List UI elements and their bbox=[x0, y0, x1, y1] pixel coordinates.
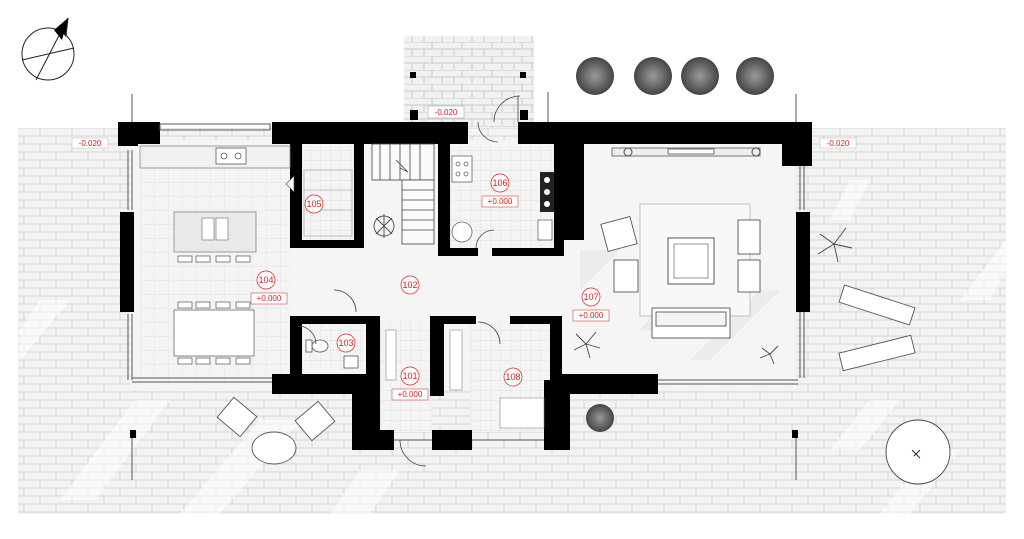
room-number: 108 bbox=[505, 372, 520, 382]
room-number: 104 bbox=[258, 275, 273, 285]
stove-icon bbox=[540, 172, 554, 212]
staircase-icon bbox=[371, 143, 435, 245]
level-tag-entrance: -0.020 bbox=[427, 105, 465, 119]
level-value: -0.020 bbox=[827, 139, 850, 148]
room-label-107: 107 +0.000 bbox=[572, 287, 610, 322]
armchair-icon bbox=[600, 216, 761, 293]
living-room-furniture bbox=[611, 147, 761, 317]
room-label-103: 103 bbox=[336, 333, 356, 353]
room-number: 106 bbox=[492, 178, 507, 188]
utility-appliances bbox=[451, 155, 553, 243]
room-label-104: 104 +0.000 bbox=[250, 270, 288, 305]
round-table-icon bbox=[885, 419, 951, 485]
level-tag-terrace-right: -0.020 bbox=[819, 137, 857, 149]
windows bbox=[127, 92, 805, 480]
room-number: 102 bbox=[402, 280, 417, 290]
level-value: -0.020 bbox=[79, 139, 102, 148]
room-level: +0.000 bbox=[488, 197, 513, 206]
level-value: -0.020 bbox=[435, 108, 458, 117]
room-level: +0.000 bbox=[398, 390, 423, 399]
level-tag-terrace-left: -0.020 bbox=[71, 137, 109, 149]
plant-icon bbox=[573, 147, 779, 365]
room-label-105: 105 bbox=[304, 194, 324, 214]
storage-shelves bbox=[285, 169, 353, 237]
kitchen-sink-icon bbox=[215, 147, 247, 165]
north-arrow-icon bbox=[21, 17, 75, 81]
room-label-108: 108 bbox=[503, 367, 523, 387]
tree-icon bbox=[576, 57, 774, 432]
dining-table-icon bbox=[173, 255, 255, 365]
room-number: 107 bbox=[583, 292, 598, 302]
room-label-101: 101 +0.000 bbox=[391, 366, 429, 401]
room-number: 101 bbox=[402, 371, 417, 381]
toilet-icon bbox=[305, 339, 359, 369]
room-level: +0.000 bbox=[579, 311, 604, 320]
door-icon bbox=[297, 95, 521, 467]
walls bbox=[118, 72, 812, 450]
plant-icon bbox=[373, 214, 395, 238]
plant-icon bbox=[817, 227, 853, 263]
room-number: 105 bbox=[306, 199, 321, 209]
room-level: +0.000 bbox=[257, 294, 282, 303]
room-label-102: 102 bbox=[400, 275, 420, 295]
room-number: 103 bbox=[338, 338, 353, 348]
room-label-106: 106 +0.000 bbox=[481, 173, 519, 208]
garden-chair-icon bbox=[216, 396, 336, 465]
sun-lounger-icon bbox=[838, 284, 916, 372]
sofa-icon bbox=[651, 307, 731, 339]
kitchen-counter bbox=[139, 145, 291, 253]
hall-furniture bbox=[385, 329, 545, 429]
